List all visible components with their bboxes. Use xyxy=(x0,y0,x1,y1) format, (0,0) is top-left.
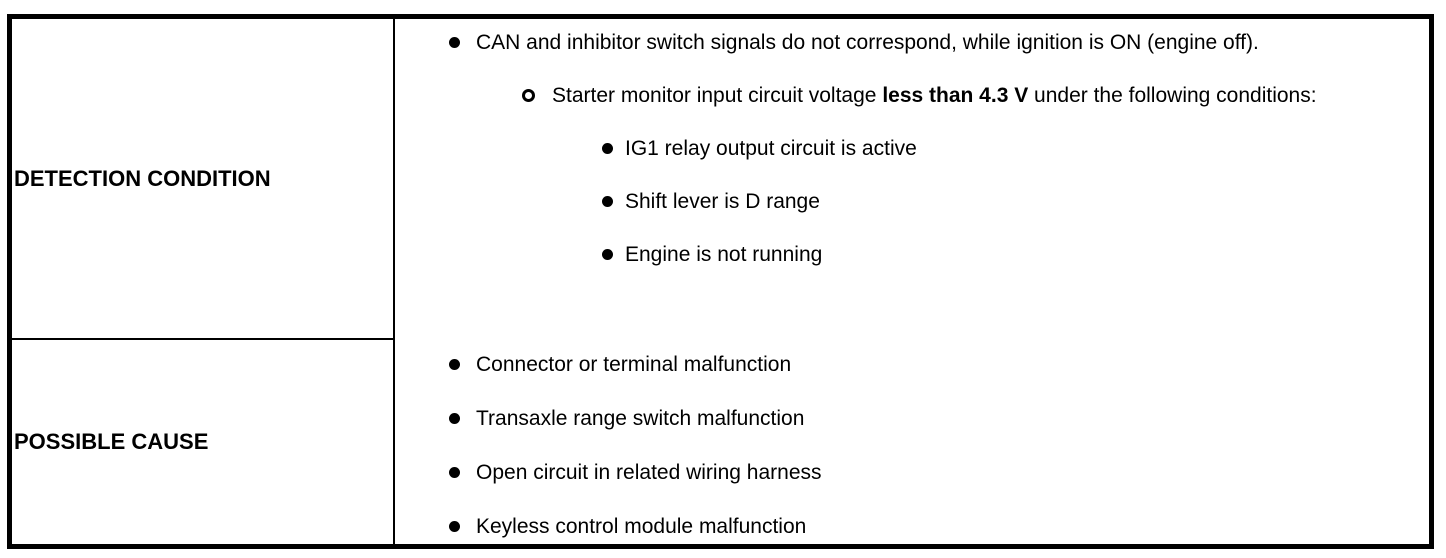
list-item: IG1 relay output circuit is active xyxy=(395,133,1429,165)
item-text: Keyless control module malfunction xyxy=(476,515,807,538)
filled-bullet-icon xyxy=(449,359,460,370)
filled-bullet-icon xyxy=(449,467,460,478)
filled-bullet-icon xyxy=(602,196,613,207)
dtc-spec-table: DETECTION CONDITION CAN and inhibitor sw… xyxy=(7,14,1434,549)
item-text: Transaxle range switch malfunction xyxy=(476,407,805,430)
list-item: Keyless control module malfunction xyxy=(395,511,1429,543)
item-text: Open circuit in related wiring harness xyxy=(476,461,822,484)
filled-bullet-icon xyxy=(449,413,460,424)
item-text: Shift lever is D range xyxy=(625,190,820,213)
item-text: Connector or terminal malfunction xyxy=(476,353,792,376)
detection-condition-label: DETECTION CONDITION xyxy=(14,165,271,191)
item-text: IG1 relay output circuit is active xyxy=(625,137,917,160)
list-item: Open circuit in related wiring harness xyxy=(395,457,1429,489)
list-item: Starter monitor input circuit voltage le… xyxy=(395,80,1429,112)
possible-cause-label-cell: POSSIBLE CAUSE xyxy=(12,340,395,544)
list-item: Connector or terminal malfunction xyxy=(395,349,1429,381)
item-text: Starter monitor input circuit voltage le… xyxy=(552,80,1317,112)
list-item: Engine is not running xyxy=(395,239,1429,271)
filled-bullet-icon xyxy=(449,37,460,48)
filled-bullet-icon xyxy=(602,143,613,154)
item-text: CAN and inhibitor switch signals do not … xyxy=(476,31,1259,54)
detection-condition-content-cell: CAN and inhibitor switch signals do not … xyxy=(395,19,1429,340)
list-item: CAN and inhibitor switch signals do not … xyxy=(395,27,1429,59)
filled-bullet-icon xyxy=(602,249,613,260)
list-item: Shift lever is D range xyxy=(395,186,1429,218)
list-item: Transaxle range switch malfunction xyxy=(395,403,1429,435)
possible-cause-content-cell: Connector or terminal malfunction Transa… xyxy=(395,340,1429,544)
open-bullet-icon xyxy=(522,89,535,102)
filled-bullet-icon xyxy=(449,521,460,532)
item-text-post: under the following conditions: xyxy=(1028,84,1317,107)
possible-cause-label: POSSIBLE CAUSE xyxy=(14,429,209,454)
item-text-pre: Starter monitor input circuit voltage xyxy=(552,84,883,107)
detection-condition-label-cell: DETECTION CONDITION xyxy=(12,19,395,340)
item-text: Engine is not running xyxy=(625,243,823,266)
item-text-bold: less than 4.3 V xyxy=(882,84,1029,107)
